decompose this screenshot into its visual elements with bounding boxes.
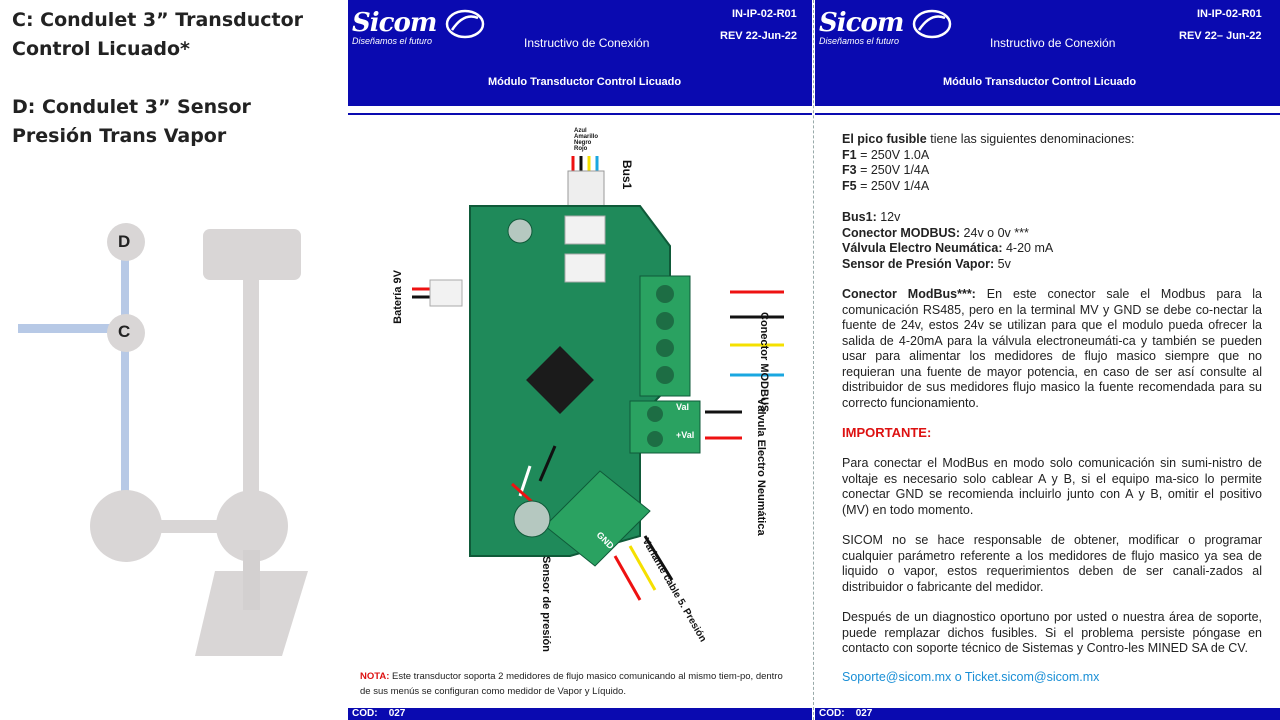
sensor-terminal xyxy=(544,470,651,567)
white-connector-2 xyxy=(564,253,606,283)
modbus-pin-gnd: Gnd xyxy=(692,312,712,323)
header-rule-right xyxy=(815,113,1280,115)
tagline: Diseñamos el futuro xyxy=(819,36,900,46)
header-rule-left xyxy=(348,113,812,115)
doc-header-left: Sicom Diseñamos el futuro Instructivo de… xyxy=(348,0,812,106)
tagline: Diseñamos el futuro xyxy=(352,36,433,46)
module-title: Módulo Transductor Control Licuado xyxy=(488,76,682,88)
node-d-label: D xyxy=(118,232,131,251)
label-d: D: Condulet 3” Sensor Presión Trans Vapo… xyxy=(12,96,251,147)
modbus-paragraph: Conector ModBus***: En este conector sal… xyxy=(842,287,1262,410)
importante-paragraph: Para conectar el ModBus en modo solo com… xyxy=(842,456,1262,517)
footer-left: COD: 027 xyxy=(348,708,812,720)
pipe-vertical-blue xyxy=(121,242,129,502)
sicom-logo-icon xyxy=(445,9,485,39)
sicom-disclaimer: SICOM no se hace responsable de obtener,… xyxy=(842,533,1262,594)
doc-rev: REV 22-Jun-22 xyxy=(720,30,798,42)
grey-parallelogram xyxy=(195,571,308,656)
sicom-logo: Sicom xyxy=(352,8,437,38)
bateria-label: Batería 9V xyxy=(392,270,404,324)
node-c xyxy=(107,314,145,352)
modbus-pin-vm: V+M xyxy=(692,282,713,293)
importante-heading: IMPORTANTE: xyxy=(842,425,932,440)
valve-terminal xyxy=(629,400,701,454)
grey-box xyxy=(203,229,301,280)
support-paragraph: Después de un diagnostico oportuno por u… xyxy=(842,610,1262,655)
grey-circle-right xyxy=(216,490,288,562)
pipe-connector xyxy=(160,520,230,533)
sensor-presion-label: Sensor de presión xyxy=(540,556,552,652)
pipe-horizontal-blue xyxy=(18,324,128,333)
voltage-block: Bus1: 12v Conector MODBUS: 24v o 0v *** … xyxy=(842,210,1054,271)
label-c: C: Condulet 3” Transductor Control Licua… xyxy=(12,9,304,60)
valve-pin-plusval: +Val xyxy=(676,430,695,440)
node-d xyxy=(107,223,145,261)
doc-code: IN-IP-02-R01 xyxy=(1197,8,1262,20)
conector-modbus-label: Conector MODBUS xyxy=(758,312,770,413)
subtitle: Instructivo de Conexión xyxy=(524,36,650,50)
board-illustration xyxy=(412,156,784,601)
modbus-pin-a: A xyxy=(692,372,700,383)
node-c-label: C xyxy=(118,322,131,341)
footer-right: COD: 027 xyxy=(815,708,1280,720)
valvula-label: Válvula Electro Neumática xyxy=(755,398,767,536)
bus1-label: Bus1 xyxy=(620,160,634,190)
pipe-diagram xyxy=(18,223,308,656)
doc-header-right: Sicom Diseñamos el futuro Instructivo de… xyxy=(815,0,1280,106)
bus1-connector xyxy=(567,170,605,208)
white-connector-1 xyxy=(564,215,606,245)
grey-circle-left xyxy=(90,490,162,562)
battery-connector xyxy=(429,279,463,307)
fuse-block: El pico fusible tiene las siguientes den… xyxy=(842,132,1135,193)
support-email-link[interactable]: Soporte@sicom.mx o Ticket.sicom@sicom.mx xyxy=(842,670,1100,684)
page-divider xyxy=(813,0,814,720)
module-title: Módulo Transductor Control Licuado xyxy=(943,76,1137,88)
microcontroller-chip xyxy=(526,346,594,414)
nota-text: Este transductor soporta 2 medidores de … xyxy=(360,671,783,697)
modbus-pin-b: B xyxy=(692,342,700,353)
nota-label: NOTA: xyxy=(360,671,390,682)
doc-code: IN-IP-02-R01 xyxy=(732,8,797,20)
sicom-logo-icon xyxy=(912,9,952,39)
doc-rev: REV 22– Jun-22 xyxy=(1179,30,1262,42)
pipe-vertical-grey xyxy=(243,275,259,535)
subtitle: Instructivo de Conexión xyxy=(990,36,1116,50)
sicom-logo: Sicom xyxy=(819,8,904,38)
valve-pin-val: Val xyxy=(676,402,690,412)
nota-block: NOTA: Este transductor soporta 2 medidor… xyxy=(360,669,790,699)
